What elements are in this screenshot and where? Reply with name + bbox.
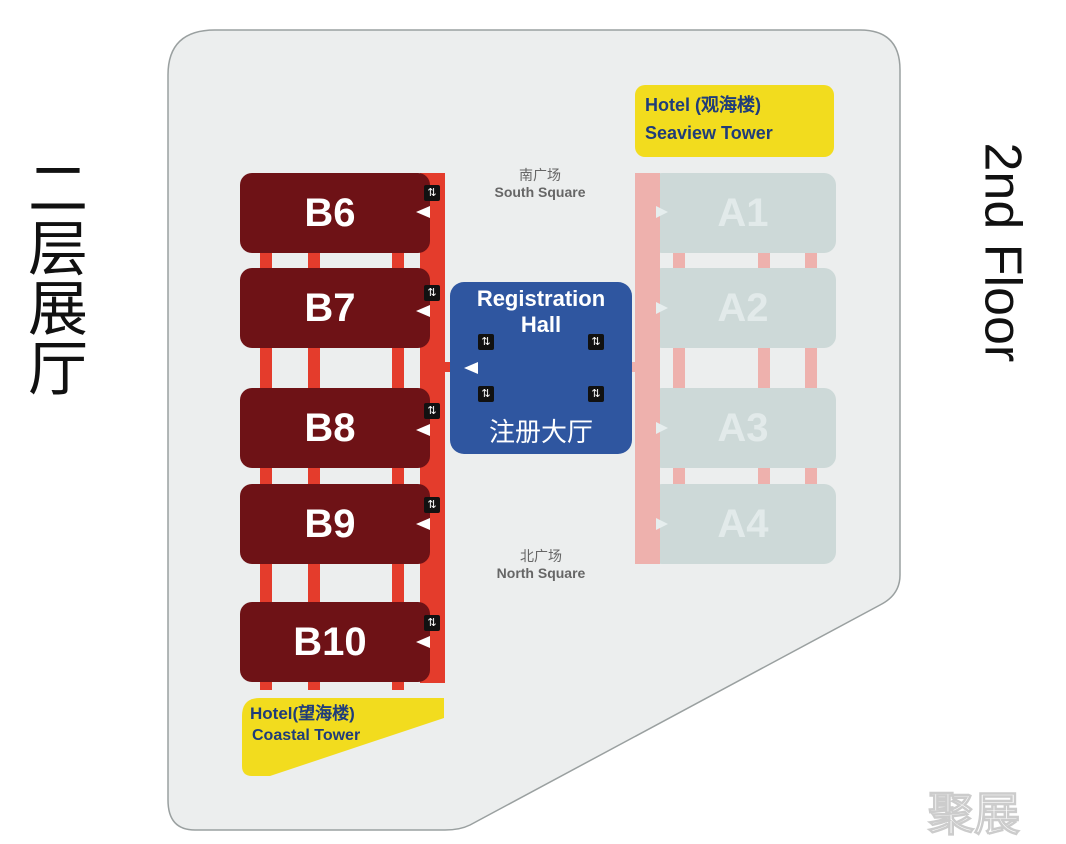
hall-a3[interactable]: A3 — [650, 388, 836, 468]
north-square-cn: 北广场 — [520, 548, 562, 564]
hall-b10[interactable]: B10 — [240, 602, 430, 682]
escalator-icon: ⇅ — [424, 497, 440, 513]
entrance-arrow-icon — [416, 305, 430, 317]
title-chinese: 二层展厅 — [28, 156, 88, 403]
corridor-link — [628, 362, 636, 372]
hall-b9[interactable]: B9 — [240, 484, 430, 564]
escalator-icon: ⇅ — [478, 334, 494, 350]
hotel-seaview[interactable]: Hotel (观海楼) Seaview Tower — [635, 85, 834, 157]
escalator-icon: ⇅ — [424, 285, 440, 301]
entrance-arrow-icon — [416, 206, 430, 218]
escalator-icon: ⇅ — [424, 615, 440, 631]
escalator-icon: ⇅ — [424, 185, 440, 201]
entrance-arrow-icon — [656, 206, 668, 218]
hotel-coastal-line1: Hotel(望海楼) — [250, 704, 355, 723]
watermark: 聚展 — [928, 788, 1021, 841]
escalator-icon: ⇅ — [478, 386, 494, 402]
registration-label-line1: Registration — [476, 286, 606, 311]
hall-b7[interactable]: B7 — [240, 268, 430, 348]
south-square-cn: 南广场 — [519, 167, 561, 183]
north-square-en: North Square — [496, 565, 586, 581]
hotel-coastal-line2: Coastal Tower — [252, 727, 361, 744]
registration-hall[interactable]: Registration Hall 注册大厅 ⇅ ⇅ ⇅ ⇅ — [450, 282, 632, 454]
south-square-en: South Square — [494, 184, 586, 200]
hotel-seaview-line1: Hotel (观海楼) — [645, 95, 761, 115]
entrance-arrow-icon — [464, 362, 478, 374]
hotel-seaview-line2: Seaview Tower — [645, 123, 773, 143]
hotel-coastal[interactable]: Hotel(望海楼) Coastal Tower — [250, 703, 360, 747]
hall-a1[interactable]: A1 — [650, 173, 836, 253]
registration-label-cn: 注册大厅 — [488, 417, 593, 447]
entrance-arrow-icon — [656, 422, 668, 434]
title-english: 2nd Floor — [973, 142, 1032, 363]
entrance-arrow-icon — [416, 636, 430, 648]
connector — [392, 250, 404, 690]
connector — [308, 250, 320, 690]
escalator-icon: ⇅ — [424, 403, 440, 419]
escalator-icon: ⇅ — [588, 386, 604, 402]
entrance-arrow-icon — [416, 424, 430, 436]
hall-a4[interactable]: A4 — [650, 484, 836, 564]
entrance-arrow-icon — [656, 302, 668, 314]
entrance-arrow-icon — [416, 518, 430, 530]
hall-b6[interactable]: B6 — [240, 173, 430, 253]
corridor-link — [445, 362, 453, 372]
hall-b8[interactable]: B8 — [240, 388, 430, 468]
entrance-arrow-icon — [656, 518, 668, 530]
registration-label-line2: Hall — [520, 312, 562, 337]
hotel-coastal-shape — [242, 698, 444, 776]
corridor-a — [635, 173, 660, 564]
hall-a2[interactable]: A2 — [650, 268, 836, 348]
connector — [260, 250, 272, 690]
escalator-icon: ⇅ — [588, 334, 604, 350]
